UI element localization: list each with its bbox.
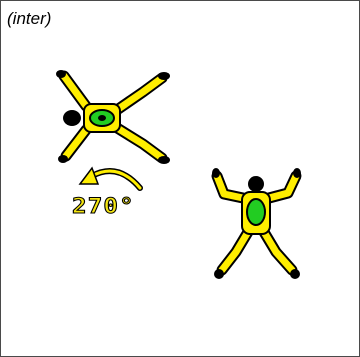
upright-skydiver-figure [212, 168, 301, 279]
foot-right [290, 269, 300, 279]
hand-left [212, 168, 220, 178]
vest [247, 199, 265, 225]
hand-lower-left [58, 155, 68, 163]
head [63, 110, 81, 126]
rotated-skydiver-figure [56, 70, 170, 164]
rotation-degree-label: 270° [72, 195, 135, 217]
hand-right [293, 168, 301, 178]
rotation-arrow [80, 168, 140, 188]
head [248, 176, 264, 192]
foot-lower-right [158, 156, 170, 164]
arrowhead-icon [80, 168, 98, 184]
foot-upper-right [158, 72, 170, 80]
vest-center [98, 115, 106, 121]
hand-upper-left [56, 70, 66, 78]
foot-left [214, 269, 224, 279]
